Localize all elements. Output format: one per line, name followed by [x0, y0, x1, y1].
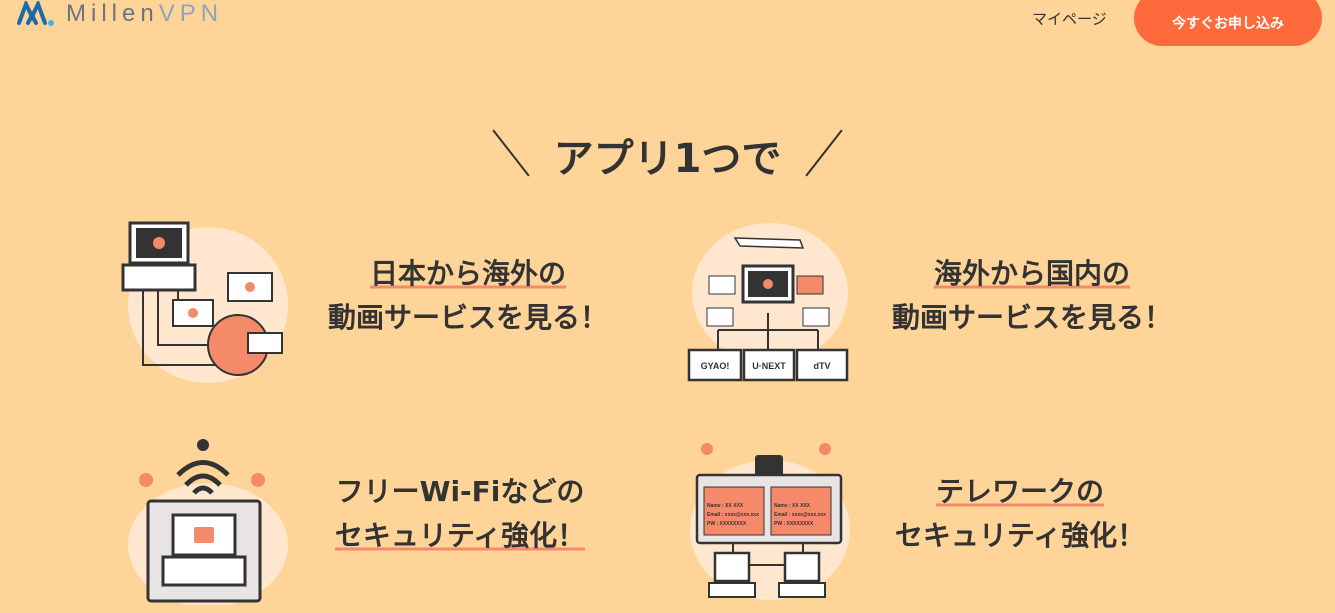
video-abroad-illustration [121, 221, 288, 383]
video-domestic-illustration: GYAO! U·NEXT dTV [687, 223, 849, 382]
card-pw: PW : XXXXXXXX [707, 521, 747, 527]
brand-name-millen: Millen [66, 0, 159, 27]
feature-telework: テレワークの セキュリティ強化！ [870, 470, 1170, 558]
feature-overseas-to-japan: 海外から国内の 動画サービスを見る！ [882, 252, 1182, 340]
feature-line2: セキュリティ強化！ [334, 519, 586, 552]
svg-text:PW : XXXXXXXX: PW : XXXXXXXX [774, 521, 814, 527]
free-wifi-illustration [128, 439, 288, 605]
feature-line1: フリーWi-Fiなどの [335, 475, 585, 508]
brand-name-vpn: VPN [158, 0, 224, 27]
svg-text:Email : xxxx@xxx.xxx: Email : xxxx@xxx.xxx [774, 512, 826, 518]
feature-line1: 海外から国内の [933, 257, 1130, 290]
feature-line2: セキュリティ強化！ [894, 519, 1146, 552]
brand-name: MillenVPN [66, 0, 223, 28]
brand-logo[interactable]: MillenVPN [16, 0, 223, 28]
feature-line2: 動画サービスを見る！ [891, 301, 1172, 334]
feature-line2: 動画サービスを見る！ [327, 301, 608, 334]
service-dtv: dTV [814, 361, 831, 371]
section-title: アプリ1つで [553, 136, 782, 182]
telework-illustration: Name : XX XXX Email : xxxx@xxx.xxx PW : … [690, 443, 850, 600]
mypage-link[interactable]: マイページ [1032, 10, 1107, 28]
svg-text:Name : XX XXX: Name : XX XXX [774, 503, 811, 509]
feature-japan-to-overseas: 日本から海外の 動画サービスを見る！ [318, 252, 618, 340]
feature-line1: 日本から海外の [369, 257, 566, 290]
card-name: Name : XX XXX [707, 503, 744, 509]
apply-now-button[interactable]: 今すぐお申し込み [1134, 0, 1322, 46]
card-email: Email : xxxx@xxx.xxx [707, 512, 759, 518]
site-header: MillenVPN マイページ 今すぐお申し込み [0, 0, 1335, 46]
feature-line1: テレワークの [935, 475, 1104, 508]
service-gyao: GYAO! [701, 361, 730, 371]
service-unext: U·NEXT [752, 361, 786, 371]
feature-free-wifi: フリーWi-Fiなどの セキュリティ強化！ [310, 470, 610, 558]
logo-mark-icon [17, 1, 54, 26]
